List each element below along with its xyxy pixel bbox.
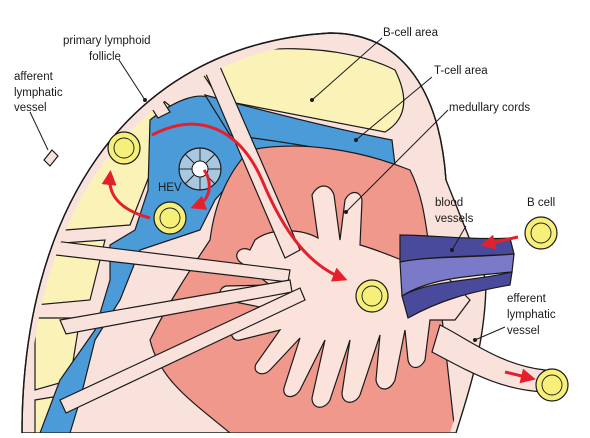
cell-b-cell-incoming [524,216,558,250]
label-efferent-line2: lymphatic [507,309,556,321]
label-afferent-line2: lymphatic [14,87,63,99]
cell-follicle [107,131,141,165]
leader-dots [143,98,477,342]
cell-efferent-outgoing [535,368,569,402]
label-b-cell: B cell [527,197,555,209]
label-primary-follicle-line1: primary lymphoid [63,35,151,47]
arrow-out-efferent [504,368,536,384]
afferent-lymphatic-vessel [43,149,59,167]
arrow-follicle-to-medulla [151,122,348,282]
label-afferent-line1: afferent [14,71,54,83]
label-medullary-cords: medullary cords [449,102,530,114]
label-efferent-line3: vessel [507,325,540,337]
cell-medulla [355,279,389,313]
lymphocyte-cells [107,131,569,402]
label-hev: HEV [158,182,182,194]
label-t-cell-area: T-cell area [434,65,488,77]
label-blood-vessels-line1: blood [435,197,463,209]
arrow-into-blood-vessel [480,234,519,250]
arrow-hev-loop [190,169,211,210]
label-blood-vessels-line2: vessels [435,213,474,225]
leader-lines [29,37,506,341]
migration-arrows [101,122,536,384]
label-efferent-line1: efferent [507,293,547,305]
t-cell-zone-band [203,94,396,166]
label-b-cell-area: B-cell area [383,27,439,39]
arrow-up-to-follicle [101,170,151,220]
label-afferent-line3: vessel [14,102,47,114]
label-primary-follicle-line2: follicle [89,51,121,63]
hev-vessel [178,147,222,191]
cell-near-hev [153,201,187,235]
